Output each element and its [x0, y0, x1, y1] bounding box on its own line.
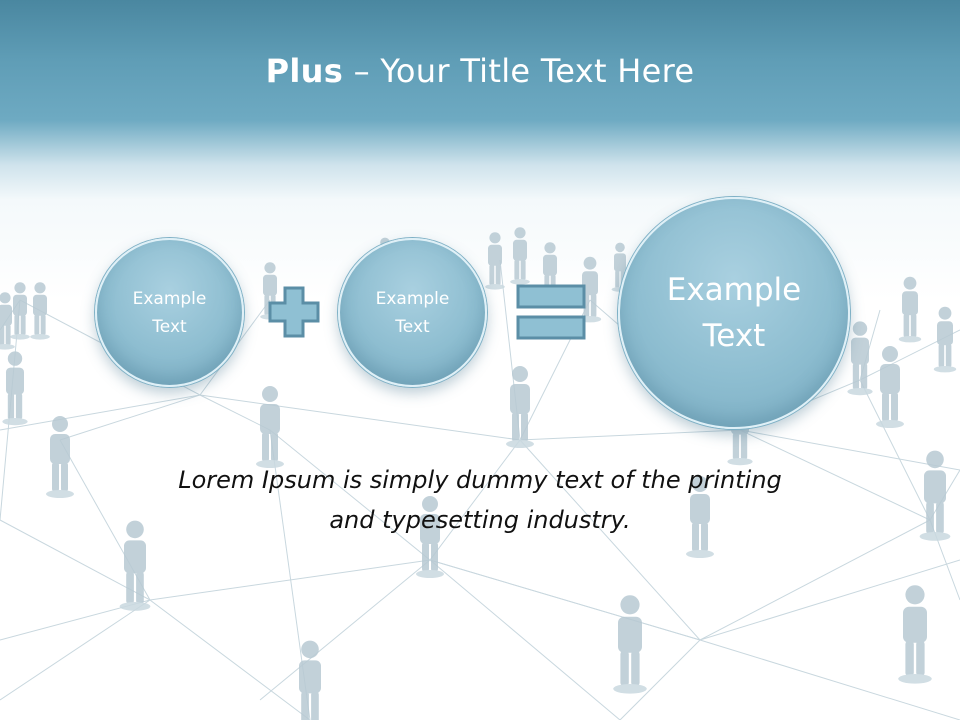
circle-result: Example Text: [618, 197, 850, 429]
circle-middle: Example Text: [338, 238, 487, 387]
caption-line2: and typesetting industry.: [329, 506, 631, 534]
slide-title: Plus – Your Title Text Here: [0, 52, 960, 90]
title-rest: – Your Title Text Here: [343, 52, 695, 90]
equals-icon: [516, 284, 586, 340]
circle-left-line1: Example: [132, 288, 207, 309]
caption-line1: Lorem Ipsum is simply dummy text of the …: [178, 466, 782, 494]
circle-middle-line2: Text: [395, 316, 430, 337]
circle-left-line2: Text: [152, 316, 187, 337]
circle-middle-line1: Example: [375, 288, 450, 309]
circle-left: Example Text: [95, 238, 244, 387]
circle-result-line2: Text: [702, 318, 766, 354]
caption: Lorem Ipsum is simply dummy text of the …: [100, 460, 860, 540]
circle-result-line1: Example: [666, 272, 802, 308]
title-bold-word: Plus: [265, 52, 344, 90]
plus-icon: [268, 286, 320, 338]
